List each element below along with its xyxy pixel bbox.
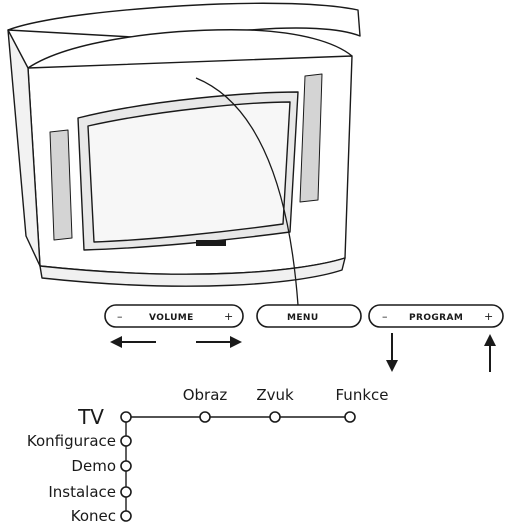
- menu-root-label: TV: [77, 405, 104, 429]
- tv-base: [39, 257, 346, 287]
- speaker-grille-right: [299, 73, 323, 203]
- arrow-left-head: [110, 336, 122, 348]
- volume-plus-label: +: [224, 310, 233, 323]
- menu-tree-connectors: [125, 416, 350, 516]
- arrow-up-head: [484, 334, 496, 346]
- volume-button[interactable]: – VOLUME +: [104, 304, 244, 328]
- volume-label: VOLUME: [149, 313, 194, 323]
- node-demo[interactable]: [120, 460, 132, 472]
- menu-top-item-obraz[interactable]: Obraz: [183, 386, 228, 404]
- menu-side-item-konec[interactable]: Konec: [71, 507, 116, 525]
- menu-pointer-line: [195, 77, 299, 306]
- menu-side-item-konfigurace[interactable]: Konfigurace: [27, 432, 116, 450]
- node-konec[interactable]: [120, 510, 132, 522]
- node-tv: [120, 411, 132, 423]
- menu-top-item-funkce[interactable]: Funkce: [336, 386, 389, 404]
- menu-top-item-zvuk[interactable]: Zvuk: [256, 386, 294, 404]
- arrow-down-head: [386, 360, 398, 372]
- node-funkce[interactable]: [344, 411, 356, 423]
- arrow-right-head: [230, 336, 242, 348]
- menu-button[interactable]: MENU: [256, 304, 362, 328]
- node-obraz[interactable]: [199, 411, 211, 423]
- screen-glass: [87, 101, 291, 243]
- node-instalace[interactable]: [120, 486, 132, 498]
- menu-tree: TV Obraz Zvuk Funkce Konfigurace Demo In…: [27, 386, 389, 525]
- program-minus-label: –: [382, 310, 388, 323]
- speaker-grille-left: [49, 129, 73, 241]
- menu-side-item-instalace[interactable]: Instalace: [48, 483, 116, 501]
- menu-label: MENU: [287, 313, 319, 323]
- node-konfigurace[interactable]: [120, 435, 132, 447]
- program-plus-label: +: [484, 310, 493, 323]
- arrows: [110, 333, 496, 372]
- menu-side-item-demo[interactable]: Demo: [71, 457, 116, 475]
- brand-badge: [196, 240, 226, 246]
- tv-set-illustration: [7, 2, 361, 287]
- volume-minus-label: –: [117, 310, 123, 323]
- node-zvuk[interactable]: [269, 411, 281, 423]
- program-button[interactable]: – PROGRAM +: [368, 304, 504, 328]
- program-label: PROGRAM: [409, 313, 463, 323]
- tv-rear-housing: [7, 2, 361, 39]
